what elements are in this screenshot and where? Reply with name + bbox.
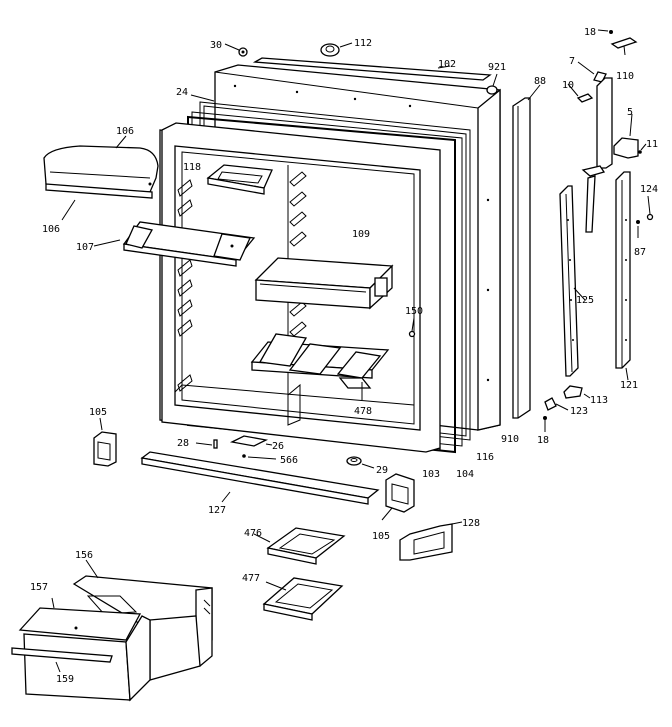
screw-11 <box>638 143 647 154</box>
screw-18-bottom <box>543 416 547 432</box>
bin-105-left <box>93 417 117 467</box>
label-109: 109 <box>352 229 370 240</box>
top-trim-102 <box>252 57 492 81</box>
label-102: 102 <box>438 59 456 70</box>
label-157: 157 <box>30 582 48 593</box>
dairy-cover-106 <box>43 135 159 221</box>
label-566: 566 <box>280 455 298 466</box>
label-112: 112 <box>354 38 372 49</box>
label-104: 104 <box>456 469 474 480</box>
label-87: 87 <box>634 247 646 258</box>
side-strip-88 <box>512 84 541 419</box>
label-18b: 18 <box>537 435 549 446</box>
label-127: 127 <box>208 505 226 516</box>
part-labels: 18 30 112 102 921 88 7 110 10 5 11 24 10… <box>30 27 658 685</box>
label-5: 5 <box>627 107 633 118</box>
screw-566 <box>242 454 277 460</box>
door-bin-128 <box>399 521 463 561</box>
label-88: 88 <box>534 76 546 87</box>
screw-87 <box>636 220 640 238</box>
channel-125 <box>559 185 586 377</box>
label-150: 150 <box>405 306 423 317</box>
label-11: 11 <box>646 139 658 150</box>
screw-28 <box>195 439 218 449</box>
hinge-cap-110 <box>610 37 638 56</box>
label-116: 116 <box>476 452 494 463</box>
grille-112 <box>320 42 353 57</box>
bin-105-right <box>381 473 415 521</box>
screw-18-top <box>597 29 613 34</box>
label-103: 103 <box>422 469 440 480</box>
screw-150 <box>408 317 416 338</box>
door-shelf-107 <box>93 221 256 267</box>
tray-477 <box>262 577 344 621</box>
label-29: 29 <box>376 465 388 476</box>
label-106a: 106 <box>116 126 134 137</box>
bracket-26 <box>229 435 273 447</box>
drawer-handle-159 <box>11 647 113 673</box>
label-7: 7 <box>569 56 575 67</box>
bracket-123 <box>544 397 569 411</box>
label-30: 30 <box>210 40 222 51</box>
hinge-pin-10 <box>567 83 594 103</box>
label-156: 156 <box>75 550 93 561</box>
screw-30 <box>224 43 248 57</box>
shelf-bin-109 <box>254 257 394 310</box>
label-26: 26 <box>272 441 284 452</box>
crisper-drawer-157 <box>18 597 151 702</box>
label-107: 107 <box>76 242 94 253</box>
label-121: 121 <box>620 380 638 391</box>
label-105b: 105 <box>372 531 390 542</box>
label-159: 159 <box>56 674 74 685</box>
label-118: 118 <box>183 162 201 173</box>
label-124: 124 <box>640 184 658 195</box>
label-24: 24 <box>176 87 188 98</box>
label-123: 123 <box>570 406 588 417</box>
grommet-29 <box>346 456 375 469</box>
hinge-bar <box>581 77 613 233</box>
label-105a: 105 <box>89 407 107 418</box>
plug-921 <box>486 73 498 95</box>
label-28: 28 <box>177 438 189 449</box>
label-921: 921 <box>488 62 506 73</box>
bottom-trim-127 <box>140 451 380 505</box>
channel-121 <box>615 171 631 381</box>
label-106b: 106 <box>42 224 60 235</box>
label-18a: 18 <box>584 27 596 38</box>
hinge-7 <box>577 61 607 83</box>
label-477: 477 <box>242 573 260 584</box>
left-shelf-ribs <box>177 179 193 392</box>
shelf-rack-478 <box>250 333 390 400</box>
label-910: 910 <box>501 434 519 445</box>
bumper-113 <box>563 385 591 399</box>
label-10: 10 <box>562 80 574 91</box>
crisper-cover-156 <box>72 559 213 681</box>
screw-124 <box>646 195 654 221</box>
hinge-bracket-5 <box>613 113 639 159</box>
label-110: 110 <box>616 71 634 82</box>
label-128: 128 <box>462 518 480 529</box>
tray-476 <box>253 527 346 565</box>
label-125: 125 <box>576 295 594 306</box>
label-476: 476 <box>244 528 262 539</box>
label-113: 113 <box>590 395 608 406</box>
label-478: 478 <box>354 406 372 417</box>
butter-bin-118 <box>206 164 273 195</box>
